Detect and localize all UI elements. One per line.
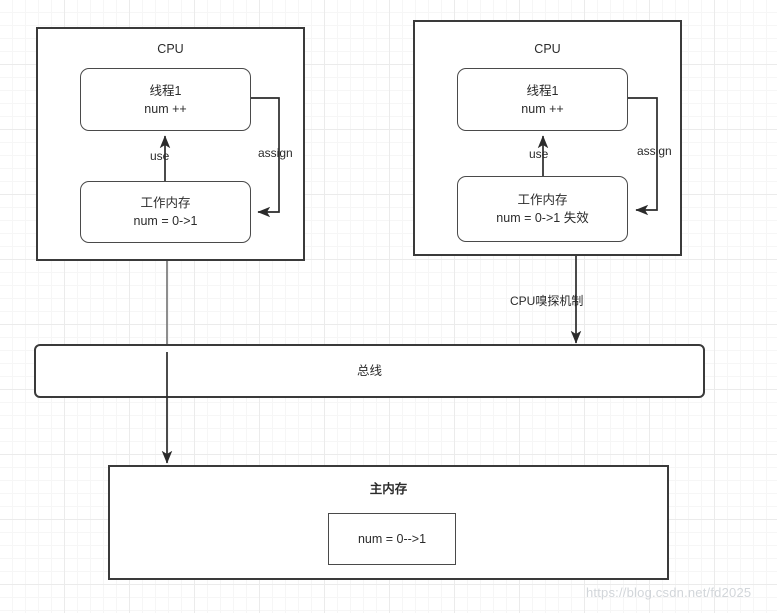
bus-label: 总线 (356, 364, 382, 378)
cpu-left-working-memory-box: 工作内存 num = 0->1 (80, 181, 251, 243)
cpu-left-thread-text: 线程1 num ++ (81, 82, 250, 118)
cpu-left-title: CPU (157, 42, 184, 56)
cpu-right-working-memory-line2: num = 0->1 失效 (496, 211, 589, 225)
cpu-snoop-label: CPU嗅探机制 (510, 294, 584, 308)
cpu-left-thread-box: 线程1 num ++ (80, 68, 251, 131)
cpu-right-thread-box: 线程1 num ++ (457, 68, 628, 131)
cpu-left-use-label: use (150, 149, 170, 163)
cpu-right-thread-text: 线程1 num ++ (458, 82, 627, 118)
cpu-right-assign-label: assign (637, 144, 672, 158)
cpu-left-thread-line1: 线程1 (149, 83, 182, 98)
cpu-right-working-memory-box: 工作内存 num = 0->1 失效 (457, 176, 628, 242)
cpu-right-thread-line2: num ++ (521, 101, 564, 116)
cpu-left-thread-line2: num ++ (144, 101, 187, 116)
cpu-right-working-memory-text: 工作内存 num = 0->1 失效 (458, 191, 627, 227)
cpu-left-working-memory-text: 工作内存 num = 0->1 (81, 194, 250, 230)
bus-box: 总线 (34, 344, 705, 398)
cpu-left-working-memory-line1: 工作内存 (140, 196, 191, 210)
main-memory-value-text: num = 0-->1 (357, 532, 427, 546)
cpu-right-title: CPU (534, 42, 561, 56)
cpu-right-use-label: use (529, 147, 549, 161)
watermark: https://blog.csdn.net/fd2025 (586, 585, 752, 600)
cpu-left-working-memory-line2: num = 0->1 (133, 214, 198, 228)
cpu-right-thread-line1: 线程1 (526, 83, 559, 98)
cpu-right-working-memory-line1: 工作内存 (517, 193, 568, 207)
main-memory-value-box: num = 0-->1 (328, 513, 456, 565)
cpu-left-assign-label: assign (258, 146, 293, 160)
main-memory-title: 主内存 (369, 482, 408, 496)
